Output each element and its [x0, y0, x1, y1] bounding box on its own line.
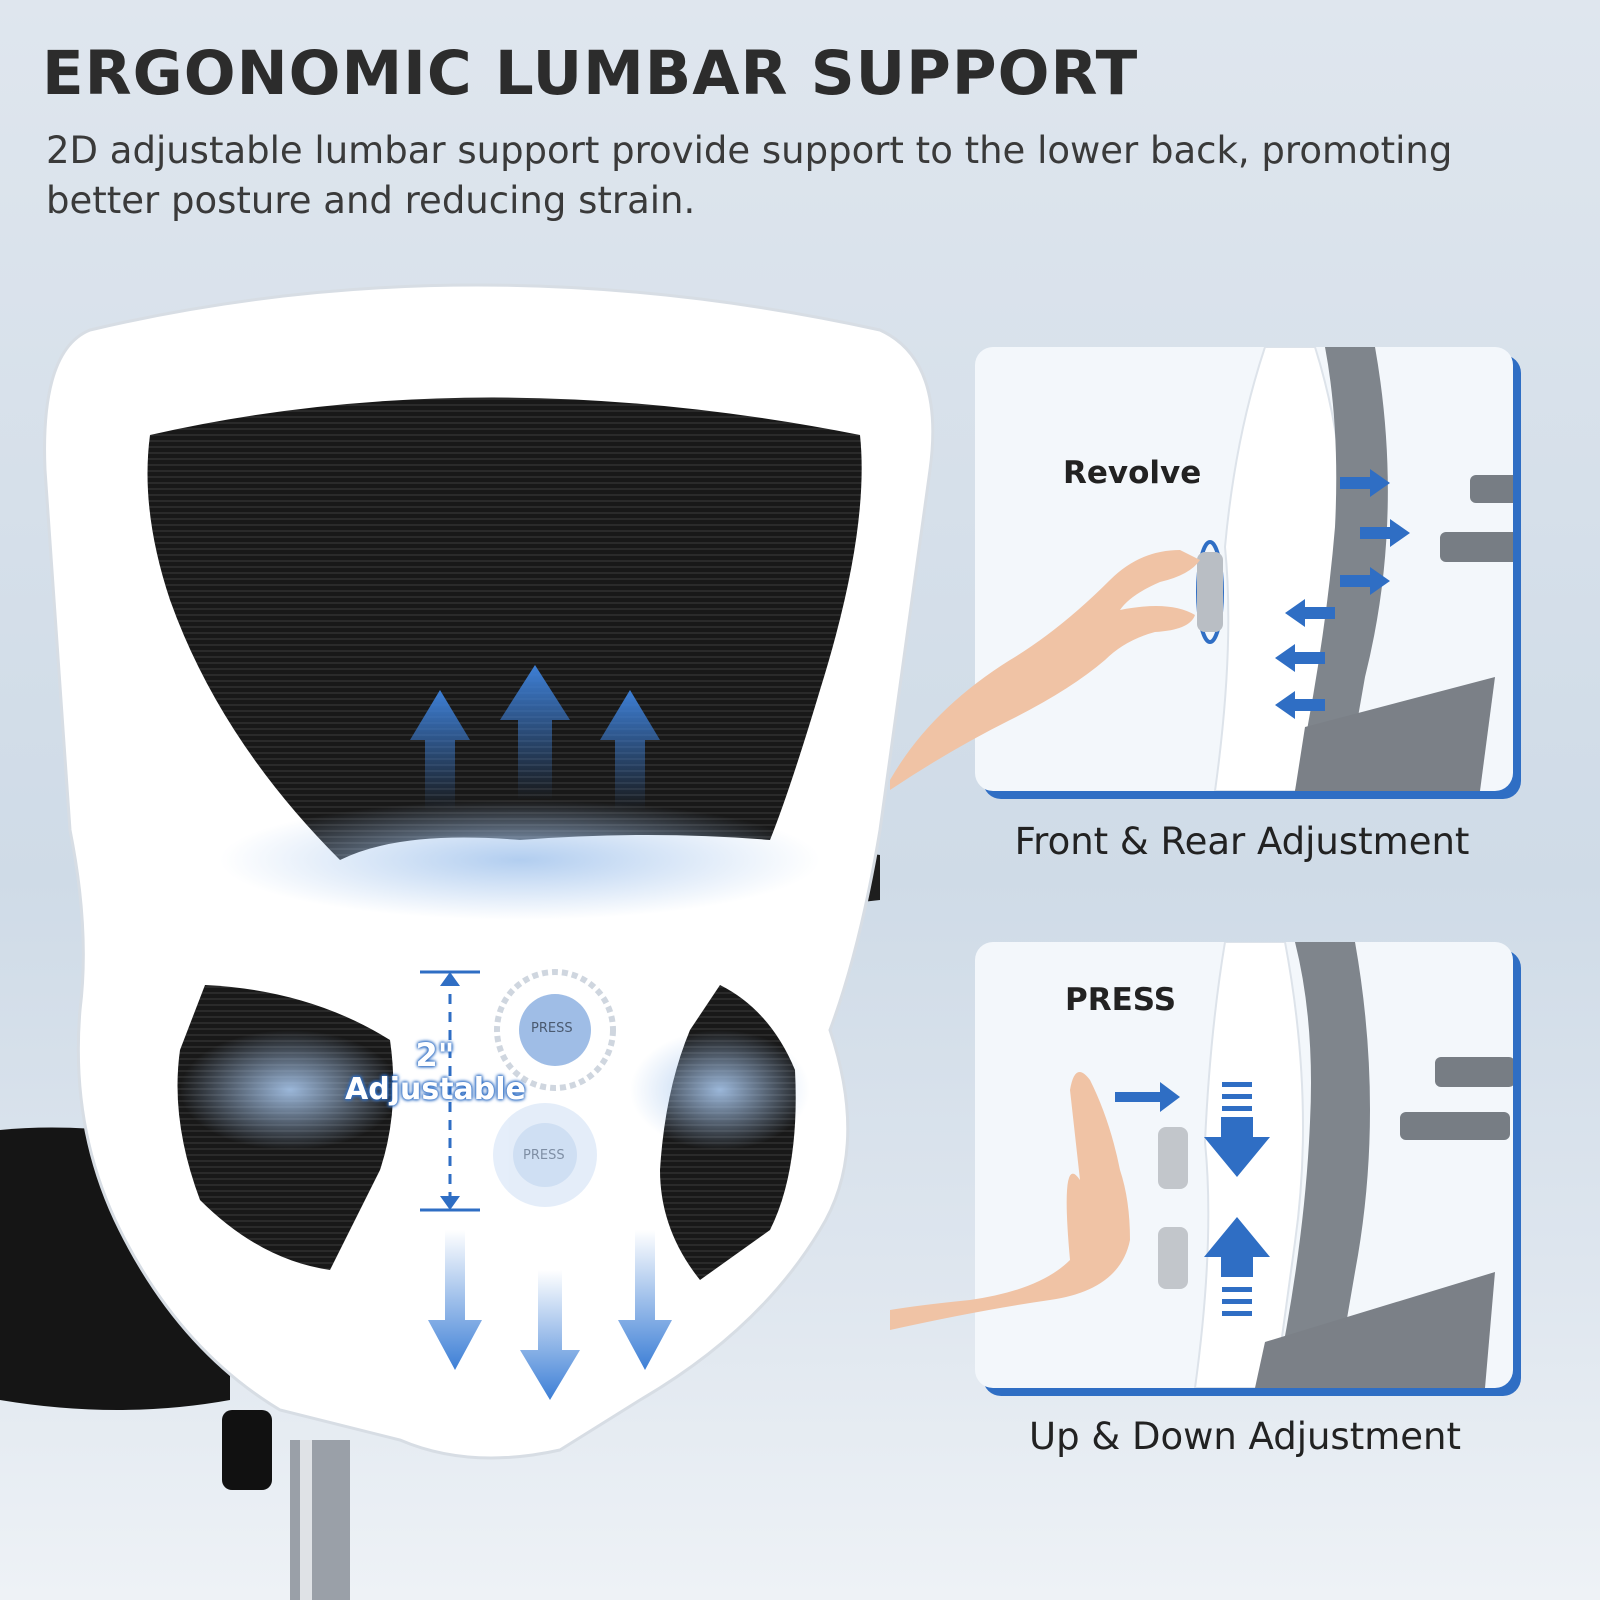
gas-lift — [290, 1440, 350, 1600]
front-rear-caption: Front & Rear Adjustment — [1014, 820, 1470, 863]
adjust-text-label: Adjustable — [345, 1072, 526, 1107]
push-arrow-icon — [1115, 1082, 1180, 1112]
page-title: ERGONOMIC LUMBAR SUPPORT — [42, 38, 1139, 109]
press-tag: PRESS — [1065, 982, 1177, 1018]
up-arrows-icon — [410, 665, 660, 810]
knob-press-label: PRESS — [531, 1021, 573, 1036]
front-rear-illustration — [1196, 347, 1513, 791]
revolve-arrows-icon — [1275, 469, 1410, 719]
hand-press-icon — [890, 1072, 1130, 1330]
lumbar-knob-ghost — [493, 1103, 597, 1207]
lumbar-knob — [494, 969, 616, 1091]
up-down-panel: PRESS — [975, 942, 1513, 1388]
hand-revolve-icon — [890, 550, 1200, 790]
knob-press-label-faded: PRESS — [523, 1148, 565, 1163]
up-down-caption: Up & Down Adjustment — [1029, 1415, 1461, 1458]
up-down-illustration — [1115, 942, 1513, 1388]
dimension-line — [420, 970, 480, 1212]
page-subtitle: 2D adjustable lumbar support provide sup… — [46, 129, 1453, 222]
up-press-arrow-icon — [1204, 1217, 1270, 1316]
mesh-upper — [147, 397, 862, 860]
down-press-arrow-icon — [1204, 1082, 1270, 1177]
down-arrows-icon — [428, 1230, 672, 1400]
front-rear-panel: Revolve — [975, 347, 1513, 791]
adjust-amount-label: 2" — [415, 1036, 455, 1074]
chair-backrest-illustration — [0, 283, 935, 1600]
revolve-tag: Revolve — [1063, 455, 1202, 491]
